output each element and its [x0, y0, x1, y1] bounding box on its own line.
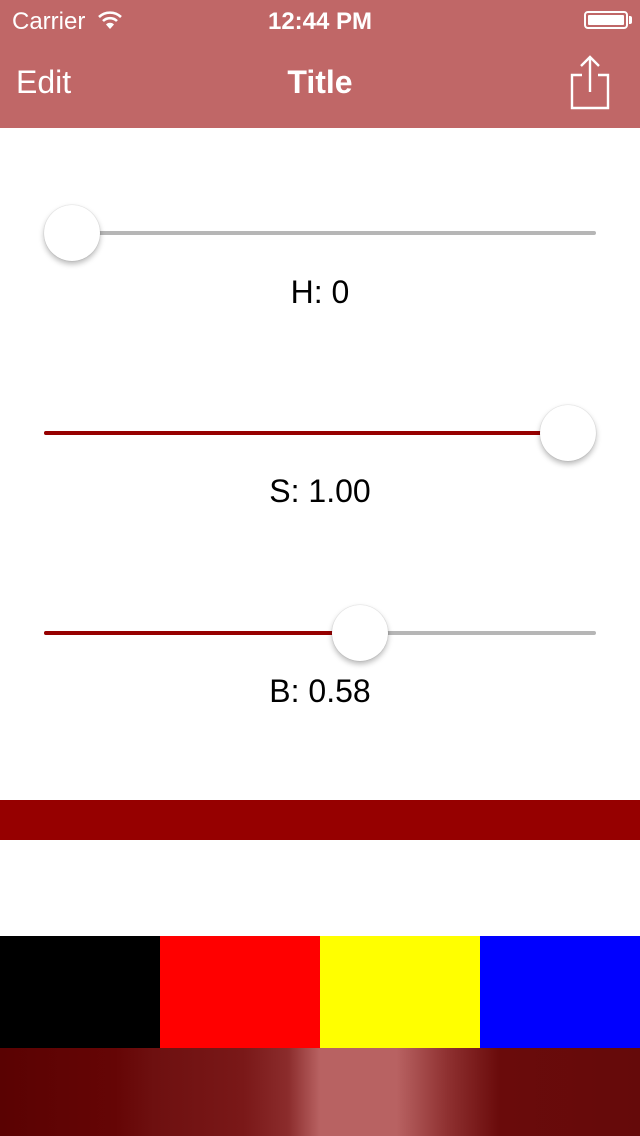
page-title: Title — [287, 64, 353, 100]
slider-track-fill — [44, 431, 568, 435]
swatch-red[interactable] — [160, 936, 320, 1048]
hue-value-label: H: 0 — [290, 274, 350, 310]
hue-slider[interactable] — [44, 203, 596, 263]
status-bar: Carrier 12:44 PM — [0, 0, 640, 40]
wifi-icon — [98, 11, 122, 29]
slider-thumb[interactable] — [540, 405, 596, 461]
battery-icon — [584, 11, 628, 29]
brightness-slider[interactable] — [44, 603, 596, 663]
slider-track-fill — [44, 631, 360, 635]
swatch-blue[interactable] — [480, 936, 640, 1048]
brightness-gradient-strip[interactable] — [0, 1048, 640, 1136]
carrier-label: Carrier — [12, 8, 86, 35]
share-icon[interactable] — [568, 54, 612, 110]
saturation-slider[interactable] — [44, 403, 596, 463]
status-time: 12:44 PM — [267, 8, 373, 35]
battery-tip — [629, 16, 632, 24]
swatch-yellow[interactable] — [320, 936, 480, 1048]
swatch-black[interactable] — [0, 936, 160, 1048]
color-preview-bar — [0, 800, 640, 840]
brightness-value-label: B: 0.58 — [269, 673, 371, 709]
color-swatches — [0, 936, 640, 1048]
saturation-value-label: S: 1.00 — [269, 473, 371, 509]
slider-track — [44, 231, 596, 235]
edit-button[interactable]: Edit — [16, 64, 72, 100]
slider-thumb[interactable] — [331, 605, 388, 661]
navigation-bar: Carrier 12:44 PM Edit Title — [0, 0, 640, 128]
slider-thumb[interactable] — [44, 205, 100, 261]
